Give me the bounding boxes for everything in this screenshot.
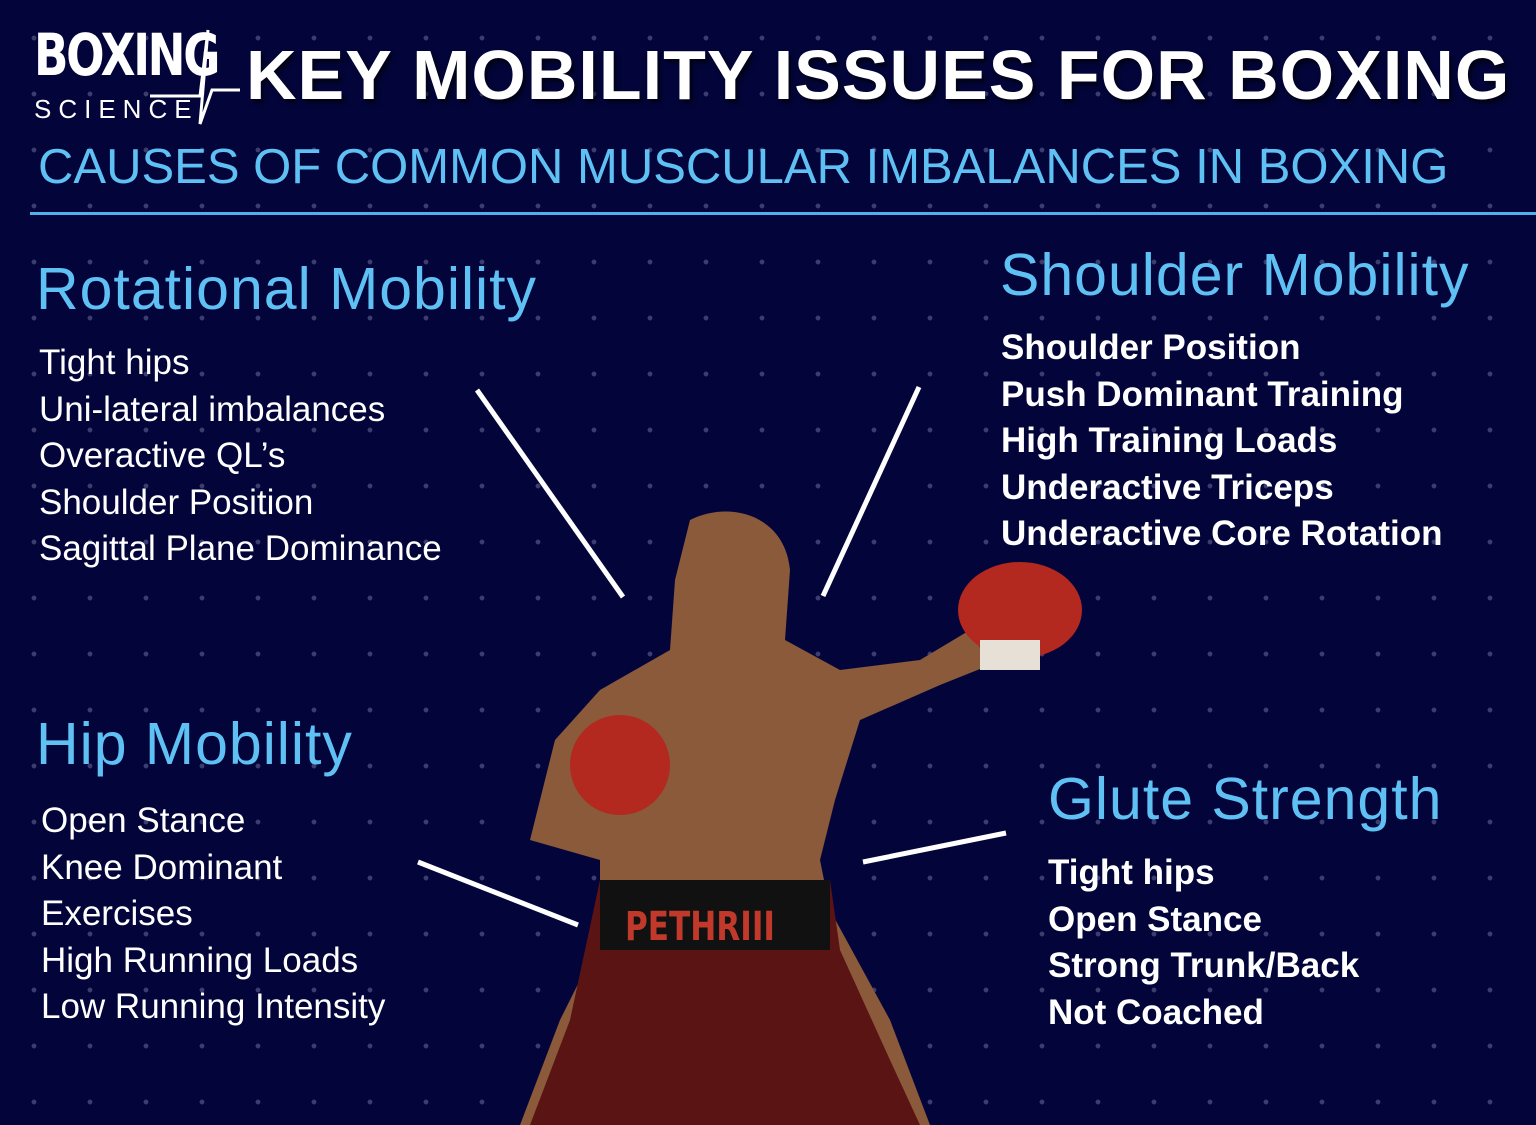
list-item: Overactive QL’s [39,436,286,475]
hip-mobility-list: Open Stance Knee Dominant Exercises High… [41,798,385,1031]
list-item: Tight hips [39,343,190,382]
list-item: Sagittal Plane Dominance [39,529,442,568]
logo-science: SCIENCE [34,94,199,124]
shoulder-mobility-list: Shoulder Position Push Dominant Training… [1001,325,1442,558]
list-item: Shoulder Position [1001,328,1301,367]
list-item: Underactive Core Rotation [1001,514,1443,553]
list-item: High Running Loads [41,940,359,980]
list-item: High Training Loads [1001,421,1338,460]
list-item: Underactive Triceps [1001,467,1334,507]
list-item: Knee Dominant [41,847,283,887]
list-item: Exercises [41,894,193,933]
list-item: Open Stance [41,801,246,840]
list-item: Shoulder Position [39,482,314,522]
page-subtitle: CAUSES OF COMMON MUSCULAR IMBALANCES IN … [38,140,1449,194]
list-item: Low Running Intensity [41,987,386,1026]
list-item: Tight hips [1048,853,1215,892]
rotational-mobility-list: Tight hips Uni-lateral imbalances Overac… [39,340,442,573]
rotational-mobility-heading: Rotational Mobility [36,256,538,322]
page-title: KEY MOBILITY ISSUES FOR BOXING [246,36,1511,114]
list-item: Strong Trunk/Back [1048,946,1360,985]
list-item: Open Stance [1048,899,1262,939]
heartbeat-logo-icon [150,29,240,125]
divider [30,212,1536,215]
boxer-photo: PETHRIII [520,511,1082,1125]
list-item: Uni-lateral imbalances [39,389,386,429]
logo-boxing: BOXING [34,21,220,89]
shoulder-mobility-heading: Shoulder Mobility [1000,242,1470,308]
glute-strength-list: Tight hips Open Stance Strong Trunk/Back… [1048,850,1359,1036]
hip-mobility-heading: Hip Mobility [36,711,353,777]
list-item: Not Coached [1048,992,1264,1032]
list-item: Push Dominant Training [1001,374,1404,414]
glute-strength-heading: Glute Strength [1048,766,1443,832]
shorts-text: PETHRIII [625,904,775,950]
